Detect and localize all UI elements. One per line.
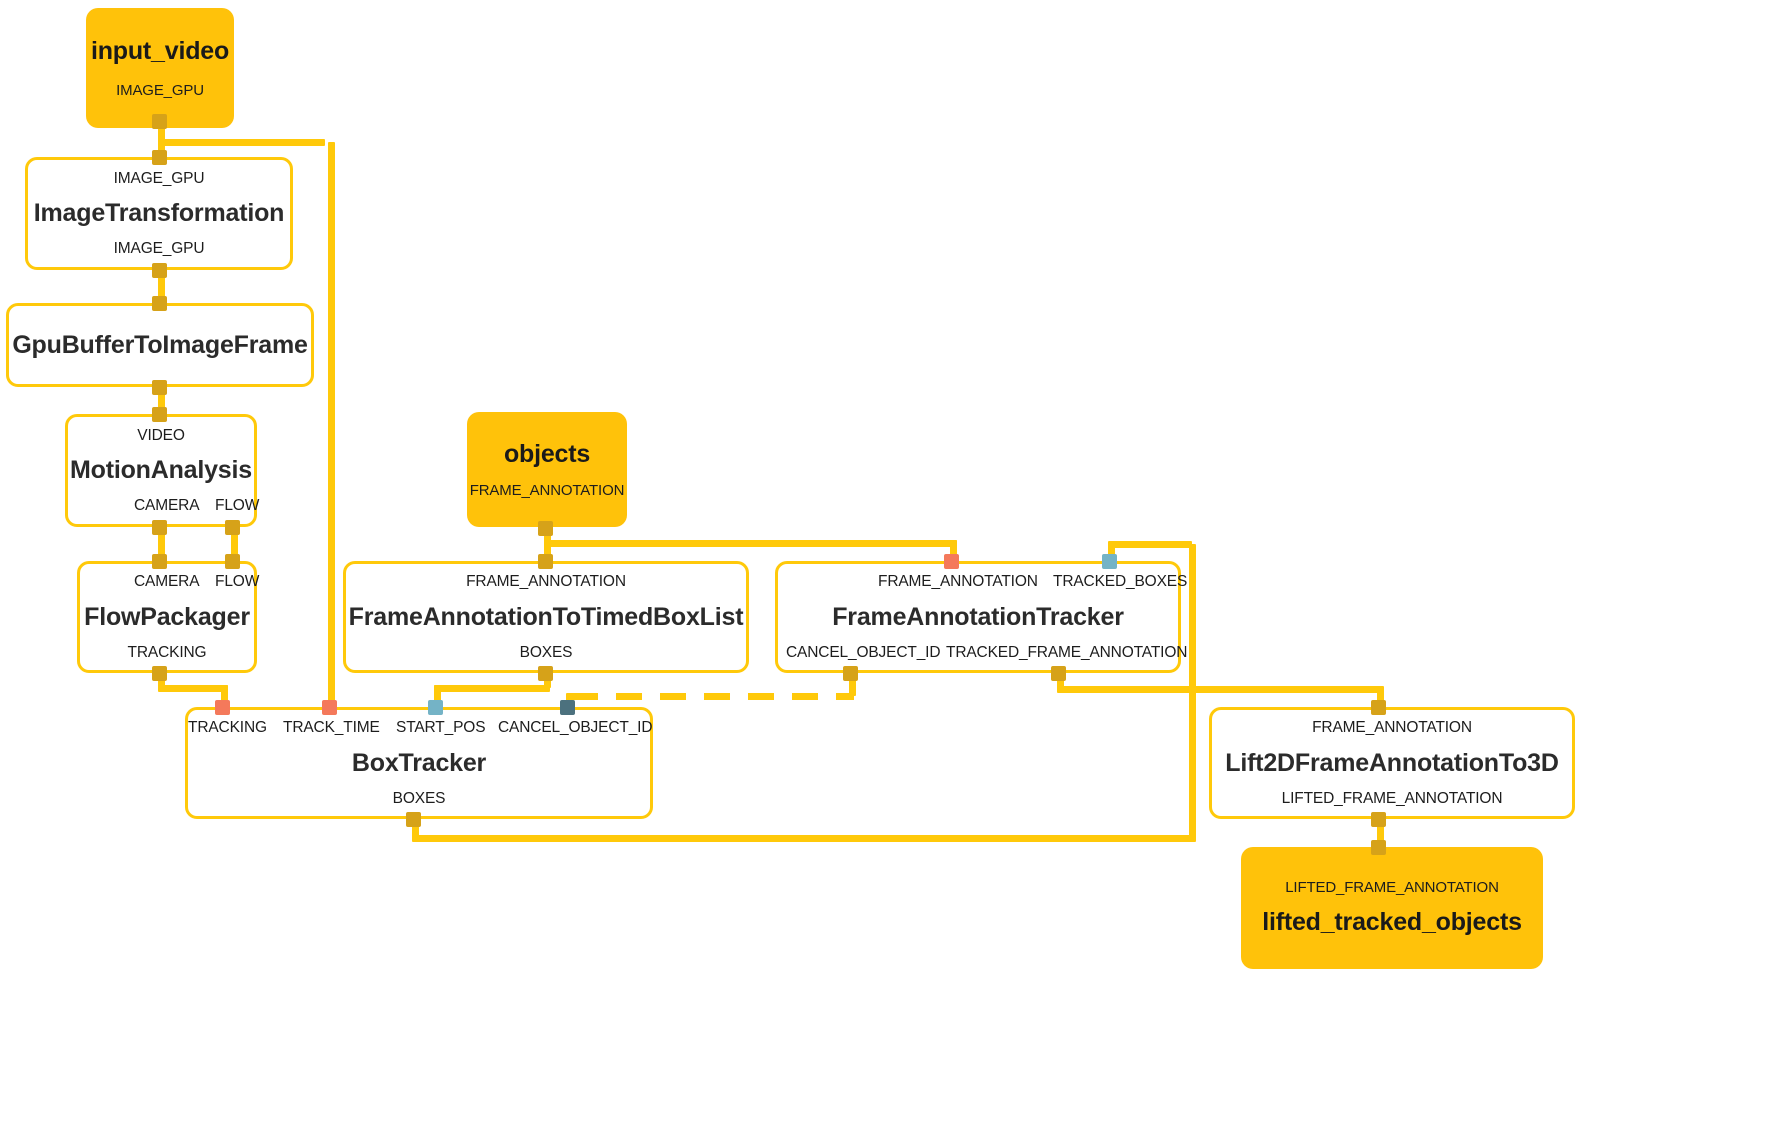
edge-boxtracker-trackedboxes-h <box>412 835 1196 842</box>
port-label-lifted-in: LIFTED_FRAME_ANNOTATION <box>1285 879 1499 897</box>
edge-cancel-object-id-dashed <box>572 693 854 700</box>
edge-flowpackager-boxtracker-v2 <box>221 685 228 713</box>
port-fat-tracked-frame-annotation-out[interactable] <box>1051 666 1066 681</box>
node-input-video[interactable]: input_video IMAGE_GPU <box>86 8 234 128</box>
port-label-imagetransformation-in: IMAGE_GPU <box>113 170 205 187</box>
edge-fattbl-startpos-h <box>434 685 550 692</box>
port-fattbl-boxes-out[interactable] <box>538 666 553 681</box>
port-label-flowpackager-in-camera: CAMERA <box>134 573 200 590</box>
port-label-flowpackager-out: TRACKING <box>127 643 207 661</box>
node-frame-annotation-to-timed-box-list-title: FrameAnnotationToTimedBoxList <box>348 602 744 631</box>
port-boxtracker-tracking-in[interactable] <box>215 700 230 715</box>
node-image-transformation[interactable]: IMAGE_GPU ImageTransformation IMAGE_GPU <box>25 157 293 270</box>
edge-inputvideo-tracktime-v <box>328 142 335 764</box>
port-motionanalysis-video-in[interactable] <box>152 407 167 422</box>
port-fat-cancel-object-id-out[interactable] <box>843 666 858 681</box>
port-label-fat-in-tracked: TRACKED_BOXES <box>1053 573 1188 590</box>
port-label-objects-out: FRAME_ANNOTATION <box>469 482 625 500</box>
port-label-flowpackager-in-flow: FLOW <box>215 573 260 590</box>
port-label-fattbl-in: FRAME_ANNOTATION <box>466 573 626 590</box>
node-lifted-tracked-objects-title: lifted_tracked_objects <box>1262 908 1522 937</box>
node-input-video-title: input_video <box>90 37 230 66</box>
node-lifted-tracked-objects[interactable]: LIFTED_FRAME_ANNOTATION lifted_tracked_o… <box>1241 847 1543 969</box>
edge-fat-cancel-v <box>849 666 856 696</box>
port-label-boxtracker-in-tracking: TRACKING <box>188 719 267 736</box>
edge-flowpackager-boxtracker-h <box>158 685 228 692</box>
port-lifted-frame-annotation-in[interactable] <box>1371 840 1386 855</box>
port-input-video-image-gpu-out[interactable] <box>152 114 167 129</box>
node-frame-annotation-tracker[interactable]: FRAME_ANNOTATION TRACKED_BOXES FrameAnno… <box>775 561 1187 673</box>
node-lift-2d-frame-annotation-to-3d-title: Lift2DFrameAnnotationTo3D <box>1225 748 1559 777</box>
port-lift-frame-annotation-in[interactable] <box>1371 700 1386 715</box>
edge-fattbl-startpos-v2 <box>434 685 441 713</box>
node-box-tracker-title: BoxTracker <box>351 748 487 777</box>
port-boxtracker-cancel-object-id-in[interactable] <box>560 700 575 715</box>
edge-motionanalysis-flowpackager-camera <box>158 520 165 564</box>
edge-boxtracker-trackedboxes-h2 <box>1110 541 1192 548</box>
port-label-imagetransformation-out: IMAGE_GPU <box>113 239 205 257</box>
edge-gpubuffer-motionanalysis <box>158 380 165 422</box>
port-label-lift-out: LIFTED_FRAME_ANNOTATION <box>1281 789 1503 807</box>
edge-imagetransformation-gpubuffer <box>158 270 165 310</box>
port-gpubuffer-in[interactable] <box>152 296 167 311</box>
port-motionanalysis-flow-out[interactable] <box>225 520 240 535</box>
port-fat-tracked-boxes-in[interactable] <box>1102 554 1117 569</box>
port-label-boxtracker-out: BOXES <box>392 789 446 807</box>
port-flowpackager-camera-in[interactable] <box>152 554 167 569</box>
node-gpubuffer-to-imageframe-title: GpuBufferToImageFrame <box>12 330 308 359</box>
edge-inputvideo-branch-h <box>161 139 325 146</box>
port-label-motionanalysis-out-camera: CAMERA <box>134 496 200 514</box>
port-boxtracker-start-pos-in[interactable] <box>428 700 443 715</box>
port-flowpackager-tracking-out[interactable] <box>152 666 167 681</box>
edge-fat-lift-h <box>1057 686 1380 693</box>
node-gpubuffer-to-imageframe[interactable]: GpuBufferToImageFrame <box>6 303 314 387</box>
port-fattbl-frame-annotation-in[interactable] <box>538 554 553 569</box>
port-label-motionanalysis-in: VIDEO <box>137 427 185 444</box>
port-imagetransformation-image-gpu-in[interactable] <box>152 150 167 165</box>
node-flow-packager[interactable]: CAMERA FLOW FlowPackager TRACKING <box>77 561 260 673</box>
node-flow-packager-title: FlowPackager <box>84 602 250 631</box>
port-label-fat-in-frame: FRAME_ANNOTATION <box>878 573 1038 590</box>
port-label-boxtracker-in-startpos: START_POS <box>396 719 486 736</box>
port-boxtracker-track-time-in[interactable] <box>322 700 337 715</box>
node-lift-2d-frame-annotation-to-3d[interactable]: FRAME_ANNOTATION Lift2DFrameAnnotationTo… <box>1209 707 1575 819</box>
port-gpubuffer-out[interactable] <box>152 380 167 395</box>
edge-motionanalysis-flowpackager-flow <box>231 520 238 564</box>
port-label-fat-out-cancel: CANCEL_OBJECT_ID <box>786 643 941 661</box>
port-objects-frame-annotation-out[interactable] <box>538 521 553 536</box>
edge-objects-fat-h <box>547 540 957 547</box>
port-label-fat-out-tracked: TRACKED_FRAME_ANNOTATION <box>946 643 1188 661</box>
port-label-boxtracker-in-tracktime: TRACK_TIME <box>283 719 380 736</box>
node-motion-analysis[interactable]: VIDEO MotionAnalysis CAMERA FLOW <box>65 414 260 527</box>
port-boxtracker-boxes-out[interactable] <box>406 812 421 827</box>
port-fat-frame-annotation-in[interactable] <box>944 554 959 569</box>
port-label-motionanalysis-out-flow: FLOW <box>215 496 260 514</box>
port-label-lift-in: FRAME_ANNOTATION <box>1312 719 1472 736</box>
port-label-fattbl-out: BOXES <box>519 643 573 661</box>
node-image-transformation-title: ImageTransformation <box>33 199 285 228</box>
node-objects-title: objects <box>503 439 591 468</box>
port-motionanalysis-camera-out[interactable] <box>152 520 167 535</box>
port-flowpackager-flow-in[interactable] <box>225 554 240 569</box>
port-label-boxtracker-in-cancel: CANCEL_OBJECT_ID <box>498 719 653 736</box>
port-imagetransformation-image-gpu-out[interactable] <box>152 263 167 278</box>
node-frame-annotation-to-timed-box-list[interactable]: FRAME_ANNOTATION FrameAnnotationToTimedB… <box>343 561 749 673</box>
node-motion-analysis-title: MotionAnalysis <box>70 456 252 485</box>
port-lift-lifted-frame-annotation-out[interactable] <box>1371 812 1386 827</box>
edge-lift-lifted-objects <box>1377 812 1384 854</box>
node-frame-annotation-tracker-title: FrameAnnotationTracker <box>832 602 1124 631</box>
node-box-tracker[interactable]: TRACKING TRACK_TIME START_POS CANCEL_OBJ… <box>185 707 653 819</box>
node-objects[interactable]: objects FRAME_ANNOTATION <box>467 412 627 527</box>
port-label-input-video-out: IMAGE_GPU <box>116 81 204 99</box>
